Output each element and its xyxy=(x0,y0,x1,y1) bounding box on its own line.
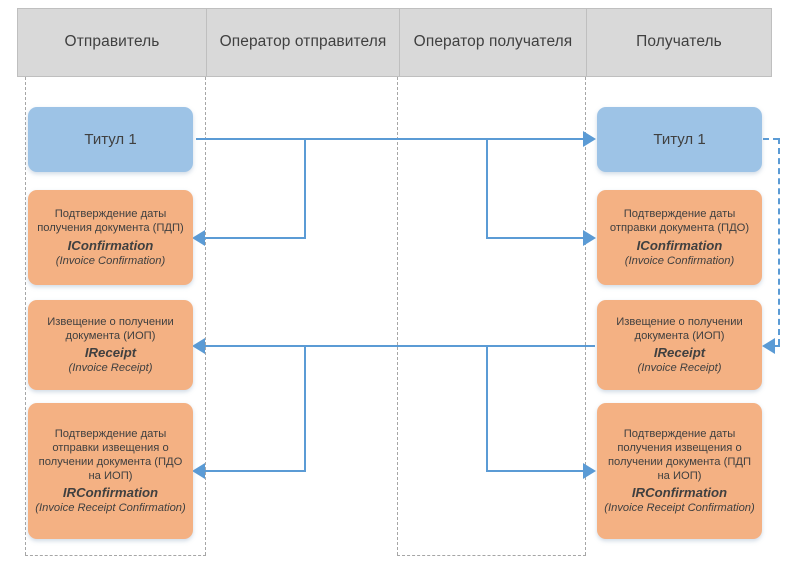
node-sender-irconfirmation-en: (Invoice Receipt Confirmation) xyxy=(35,502,186,515)
arrowhead-to-receiver-irconfirmation xyxy=(583,463,596,479)
lane-header-band: Отправитель Оператор отправителя Операто… xyxy=(17,8,772,77)
arrowhead-to-sender-irconfirmation xyxy=(192,463,205,479)
node-sender-titul-label: Титул 1 xyxy=(84,131,137,148)
lane-header-sender-operator: Оператор отправителя xyxy=(207,8,400,77)
lane-guide-receiver-operator xyxy=(397,77,398,555)
node-receiver-irconfirmation[interactable]: Подтверждение даты получения извещения о… xyxy=(597,403,762,539)
connector-titul-horizontal xyxy=(196,138,586,140)
connector-dashed-top xyxy=(763,138,779,140)
lane-bottom-sender xyxy=(25,555,206,556)
arrowhead-to-receiver-iconfirmation xyxy=(583,230,596,246)
node-receiver-titul[interactable]: Титул 1 xyxy=(597,107,762,172)
lane-header-receiver: Получатель xyxy=(587,8,772,77)
node-sender-iconfirmation-ru: Подтверждение даты получения документа (… xyxy=(37,208,184,235)
node-sender-iconfirmation-code: IConfirmation xyxy=(67,237,154,253)
node-receiver-irconfirmation-ru: Подтверждение даты получения извещения о… xyxy=(607,427,752,483)
node-sender-irconfirmation[interactable]: Подтверждение даты отправки извещения о … xyxy=(28,403,193,539)
arrowhead-titul-to-receiver xyxy=(583,131,596,147)
connector-dashed-bottom xyxy=(775,345,780,347)
connector-receiver-irconfirmation-horizontal xyxy=(486,470,586,472)
node-sender-ireceipt[interactable]: Извещение о получении документа (ИОП) IR… xyxy=(28,300,193,390)
connector-sender-irconfirmation-vertical xyxy=(304,345,306,472)
node-receiver-irconfirmation-en: (Invoice Receipt Confirmation) xyxy=(604,502,755,515)
lane-guide-left-edge xyxy=(25,77,26,555)
arrowhead-dashed-to-receiver-ireceipt xyxy=(762,338,775,354)
node-receiver-ireceipt-code: IReceipt xyxy=(653,345,706,361)
connector-sender-confirmation-vertical xyxy=(304,138,306,239)
lane-guide-sender-operator xyxy=(205,77,206,555)
arrowhead-to-sender-ireceipt xyxy=(192,338,205,354)
node-sender-ireceipt-en: (Invoice Receipt) xyxy=(68,362,153,375)
node-receiver-ireceipt-ru: Извещение о получении документа (ИОП) xyxy=(616,315,743,342)
node-sender-irconfirmation-ru: Подтверждение даты отправки извещения о … xyxy=(38,427,183,483)
node-receiver-titul-label: Титул 1 xyxy=(653,131,706,148)
node-receiver-ireceipt[interactable]: Извещение о получении документа (ИОП) IR… xyxy=(597,300,762,390)
lane-header-receiver-operator: Оператор получателя xyxy=(400,8,587,77)
connector-receiver-confirmation-horizontal xyxy=(486,237,586,239)
node-receiver-ireceipt-en: (Invoice Receipt) xyxy=(637,362,722,375)
arrowhead-to-sender-iconfirmation xyxy=(192,230,205,246)
node-sender-iconfirmation[interactable]: Подтверждение даты получения документа (… xyxy=(28,190,193,285)
connector-sender-confirmation-horizontal xyxy=(196,237,306,239)
connector-receiver-confirmation-vertical xyxy=(486,138,488,239)
node-sender-ireceipt-code: IReceipt xyxy=(84,345,137,361)
node-receiver-iconfirmation-ru: Подтверждение даты отправки документа (П… xyxy=(609,208,750,235)
lane-bottom-receiver-operator xyxy=(397,555,586,556)
node-receiver-iconfirmation-en: (Invoice Confirmation) xyxy=(624,254,735,267)
lane-guide-receiver xyxy=(585,77,586,555)
connector-dashed-vertical xyxy=(778,138,780,345)
node-receiver-iconfirmation[interactable]: Подтверждение даты отправки документа (П… xyxy=(597,190,762,285)
node-sender-ireceipt-ru: Извещение о получении документа (ИОП) xyxy=(47,315,174,342)
connector-receiver-irconfirmation-vertical xyxy=(486,345,488,472)
connector-sender-irconfirmation-horizontal xyxy=(196,470,306,472)
lane-header-sender: Отправитель xyxy=(17,8,207,77)
node-sender-iconfirmation-en: (Invoice Confirmation) xyxy=(55,254,166,267)
node-receiver-iconfirmation-code: IConfirmation xyxy=(636,237,723,253)
node-sender-titul[interactable]: Титул 1 xyxy=(28,107,193,172)
node-sender-irconfirmation-code: IRConfirmation xyxy=(62,485,159,501)
connector-ireceipt-horizontal xyxy=(196,345,595,347)
node-receiver-irconfirmation-code: IRConfirmation xyxy=(631,485,728,501)
